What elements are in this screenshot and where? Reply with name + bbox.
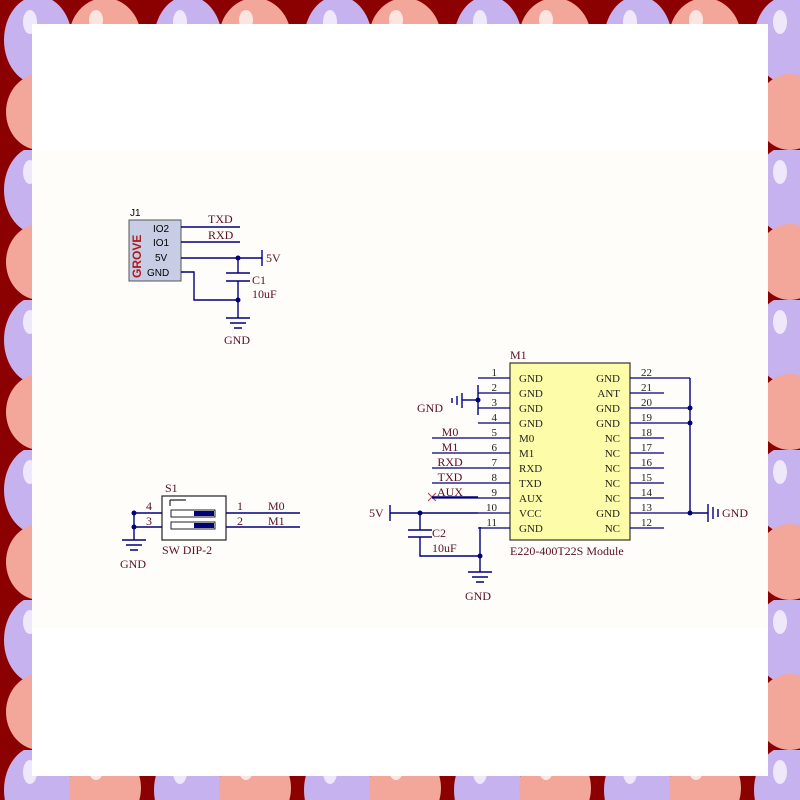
- j1-designator: J1: [130, 208, 141, 219]
- net-label-txd: TXD: [208, 212, 233, 226]
- s1-pin-3: 3: [146, 514, 152, 528]
- m1-left-pin-name: M1: [519, 448, 534, 460]
- m1-left-pin-number: 4: [492, 412, 498, 424]
- net-label-rxd: RXD: [208, 228, 234, 242]
- j1-body: [128, 219, 182, 282]
- j1-gnd-label: GND: [224, 333, 250, 347]
- m1-gnd-bottom-label: GND: [465, 589, 491, 603]
- j1-pin-io2: IO2: [153, 224, 170, 235]
- m1-left-pin-name: GND: [519, 388, 543, 400]
- m1-right-pin-name: NC: [605, 433, 620, 445]
- s1-body: [161, 495, 227, 541]
- m1-left-pin-number: 5: [492, 427, 498, 439]
- m1-right-pin-number: 16: [641, 457, 653, 469]
- c2-designator: C2: [432, 526, 446, 540]
- m1-right-pin-name: NC: [605, 463, 620, 475]
- m1-left-pin-number: 9: [492, 487, 498, 499]
- grove-logo: GROVE: [130, 235, 144, 278]
- s1-net-m0: M0: [268, 499, 285, 513]
- m1-left-pin-number: 3: [492, 397, 498, 409]
- m1-net-label: TXD: [438, 470, 463, 484]
- s1-wires: [122, 510, 300, 551]
- j1-pin-gnd: GND: [147, 268, 169, 279]
- m1-left-pin-number: 8: [492, 472, 498, 484]
- m1-right-pin-name: NC: [605, 493, 620, 505]
- m1-left-pin-number: 2: [492, 382, 498, 394]
- s1-dip-switch: S1 SW DIP-2 1 2 3 4: [146, 481, 243, 557]
- m1-left-pin-number: 1: [492, 367, 498, 379]
- m1-left-pin-number: 6: [492, 442, 498, 454]
- s1-pin-4: 4: [146, 499, 152, 513]
- m1-right-pin-name: NC: [605, 478, 620, 490]
- s1-name: SW DIP-2: [162, 543, 212, 557]
- s1-net-m1: M1: [268, 514, 285, 528]
- m1-right-pin-number: 15: [641, 472, 653, 484]
- m1-left-pin-name: RXD: [519, 463, 542, 475]
- j1-grove-connector: J1 GROVE IO2 IO1 5V GND: [128, 208, 182, 282]
- m1-right-pin-number: 21: [641, 382, 652, 394]
- m1-left-pin-number: 7: [492, 457, 498, 469]
- m1-net-label: AUX: [437, 485, 463, 499]
- m1-left-pin-number: 10: [486, 502, 498, 514]
- m1-right-pin-name: ANT: [597, 388, 620, 400]
- s1-pin-1: 1: [237, 499, 243, 513]
- j1-pin-io1: IO1: [153, 238, 170, 249]
- m1-left-pin-name: GND: [519, 418, 543, 430]
- net-label-5v: 5V: [266, 251, 281, 265]
- s1-gnd-label: GND: [120, 557, 146, 571]
- m1-right-pin-name: NC: [605, 523, 620, 535]
- m1-name: E220-400T22S Module: [510, 544, 624, 558]
- m1-net-label: M0: [442, 425, 459, 439]
- m1-left-pin-name: TXD: [519, 478, 542, 490]
- c2-value: 10uF: [432, 541, 457, 555]
- m1-right-pin-name: GND: [596, 418, 620, 430]
- m1-left-pin-name: AUX: [519, 493, 543, 505]
- m1-wires: [389, 378, 719, 583]
- m1-right-pin-number: 22: [641, 367, 652, 379]
- m1-right-pin-number: 19: [641, 412, 653, 424]
- s1-designator: S1: [165, 481, 178, 495]
- m1-net-label: M1: [442, 440, 459, 454]
- m1-right-pin-number: 13: [641, 502, 653, 514]
- m1-right-pin-number: 17: [641, 442, 653, 454]
- m1-right-pin-number: 20: [641, 397, 653, 409]
- m1-right-pin-name: GND: [596, 403, 620, 415]
- m1-left-pin-number: 11: [486, 517, 497, 529]
- c1-value: 10uF: [252, 287, 277, 301]
- m1-designator: M1: [510, 348, 527, 362]
- s1-pin-2: 2: [237, 514, 243, 528]
- m1-left-pin-name: M0: [519, 433, 535, 445]
- m1-right-pin-number: 18: [641, 427, 653, 439]
- m1-right-pin-name: GND: [596, 373, 620, 385]
- m1-gnd-right-label: GND: [722, 506, 748, 520]
- m1-left-pin-name: GND: [519, 373, 543, 385]
- m1-gnd-left-label: GND: [417, 401, 443, 415]
- m1-net-label: RXD: [437, 455, 463, 469]
- m1-right-pin-number: 14: [641, 487, 653, 499]
- m1-right-pin-number: 12: [641, 517, 652, 529]
- j1-wires: [181, 226, 263, 329]
- m1-left-pin-name: GND: [519, 403, 543, 415]
- m1-left-pin-name: GND: [519, 523, 543, 535]
- c1-designator: C1: [252, 273, 266, 287]
- m1-right-pin-name: GND: [596, 508, 620, 520]
- m1-body: [509, 362, 631, 541]
- m1-right-pin-name: NC: [605, 448, 620, 460]
- j1-pin-5v: 5V: [155, 253, 168, 264]
- m1-5v-label: 5V: [369, 506, 384, 520]
- m1-left-pin-name: VCC: [519, 508, 542, 520]
